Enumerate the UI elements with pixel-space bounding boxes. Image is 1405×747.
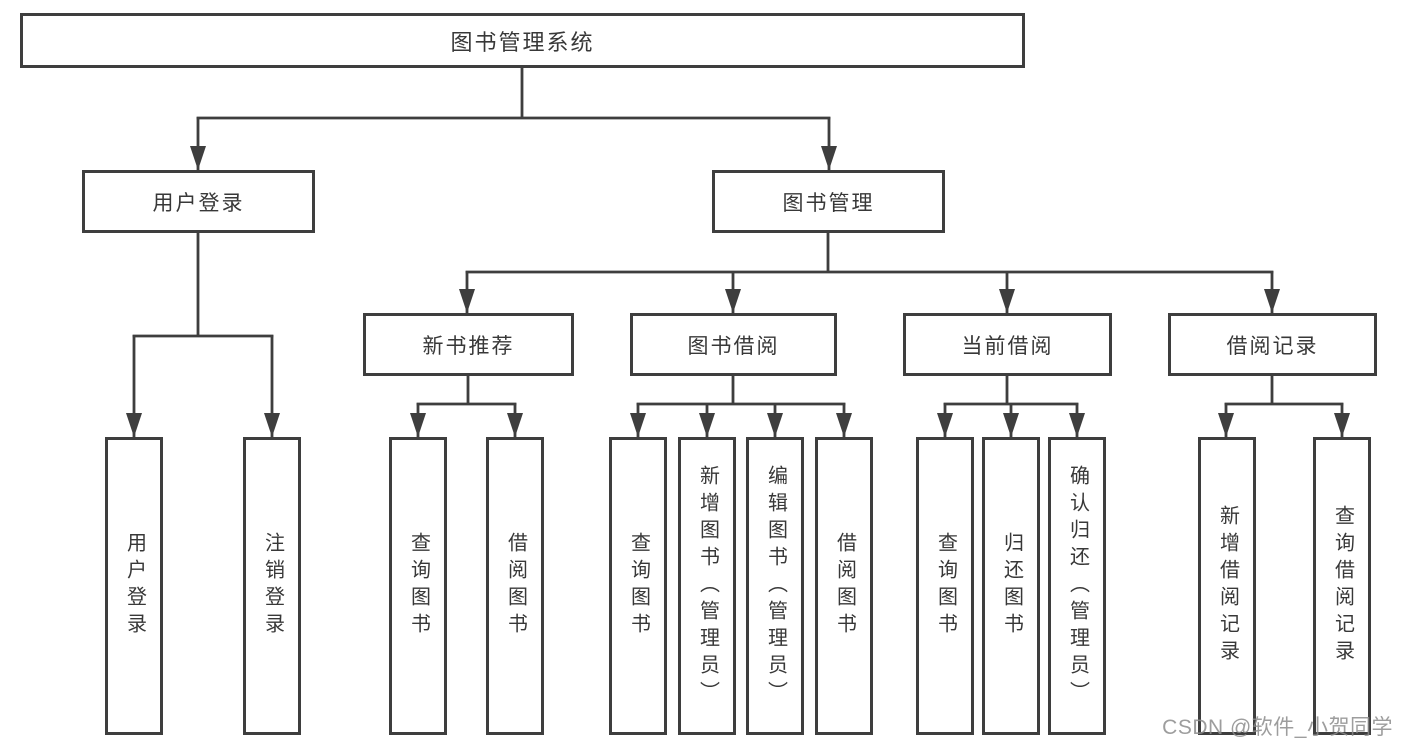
leaf-label: 编辑图书（管理员）	[764, 464, 787, 708]
leaf-label: 归还图书	[1000, 532, 1023, 640]
node-label: 当前借阅	[961, 334, 1054, 358]
leaf-label: 注销登录	[261, 532, 284, 640]
leaf-label: 确认归还（管理员）	[1066, 464, 1089, 708]
node-label: 用户登录	[152, 191, 245, 215]
node-new-book-recommendation: 新书推荐	[363, 313, 574, 376]
node-label: 图书管理	[782, 191, 875, 215]
leaf-add-borrow-record: 新增借阅记录	[1198, 437, 1256, 735]
leaf-confirm-return-admin: 确认归还（管理员）	[1048, 437, 1106, 735]
node-label: 图书管理系统	[450, 29, 595, 55]
node-library-management-system: 图书管理系统	[20, 13, 1025, 68]
watermark: CSDN @软件_小贺同学	[1162, 716, 1393, 739]
node-label: 新书推荐	[422, 334, 515, 358]
node-book-management: 图书管理	[712, 170, 945, 233]
node-user-login: 用户登录	[82, 170, 315, 233]
node-label: 图书借阅	[687, 334, 780, 358]
leaf-label: 新增借阅记录	[1216, 505, 1239, 667]
leaf-logout: 注销登录	[243, 437, 301, 735]
leaf-label: 用户登录	[123, 532, 146, 640]
leaf-label: 借阅图书	[504, 532, 527, 640]
leaf-user-login: 用户登录	[105, 437, 163, 735]
node-borrowing-records: 借阅记录	[1168, 313, 1377, 376]
leaf-add-books-admin: 新增图书（管理员）	[678, 437, 736, 735]
leaf-query-books-recommend: 查询图书	[389, 437, 447, 735]
leaf-label: 查询图书	[407, 532, 430, 640]
leaf-label: 新增图书（管理员）	[696, 464, 719, 708]
leaf-label: 查询图书	[934, 532, 957, 640]
leaf-return-books: 归还图书	[982, 437, 1040, 735]
leaf-borrow-books: 借阅图书	[815, 437, 873, 735]
leaf-edit-books-admin: 编辑图书（管理员）	[746, 437, 804, 735]
leaf-label: 查询图书	[627, 532, 650, 640]
node-current-borrowing: 当前借阅	[903, 313, 1112, 376]
leaf-label: 查询借阅记录	[1331, 505, 1354, 667]
leaf-label: 借阅图书	[833, 532, 856, 640]
leaf-query-books-borrow: 查询图书	[609, 437, 667, 735]
leaf-borrow-books-recommend: 借阅图书	[486, 437, 544, 735]
node-label: 借阅记录	[1226, 334, 1319, 358]
leaf-query-borrow-record: 查询借阅记录	[1313, 437, 1371, 735]
leaf-query-books-current: 查询图书	[916, 437, 974, 735]
node-book-borrowing: 图书借阅	[630, 313, 837, 376]
